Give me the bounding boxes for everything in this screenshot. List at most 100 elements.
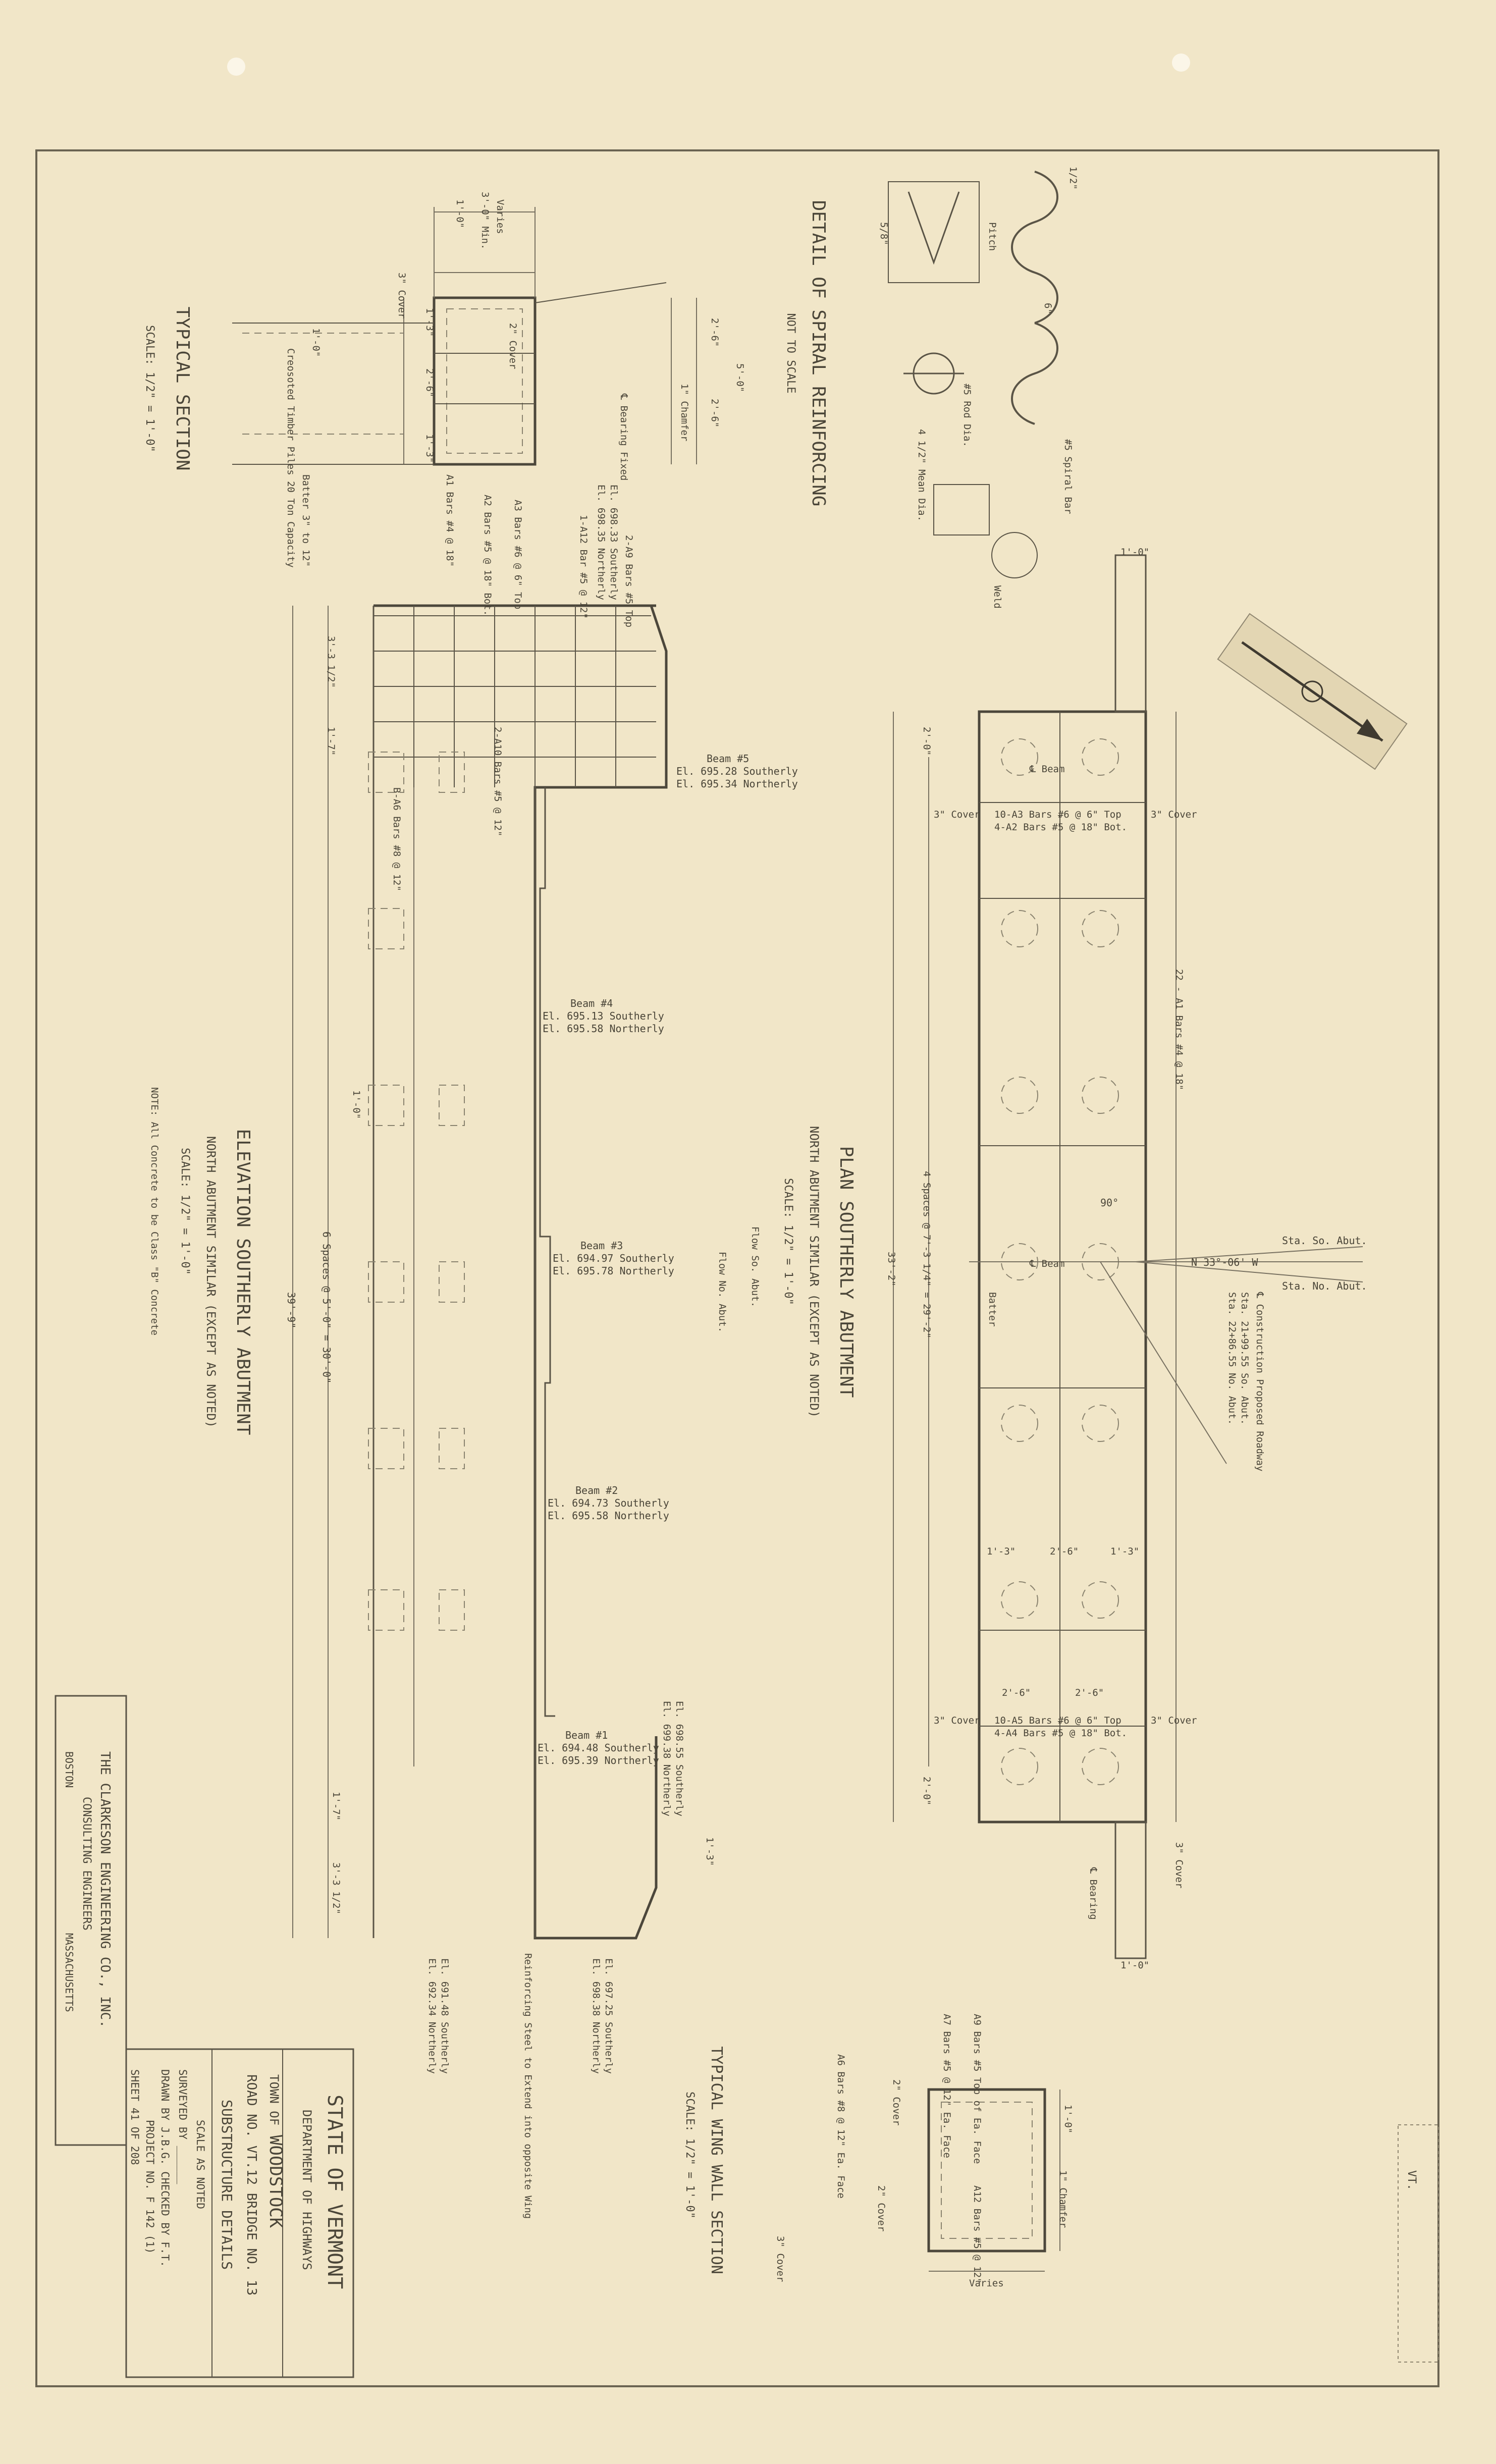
ts-label-11: 1" Chamfer [679, 384, 690, 441]
ts-label-14: 5'-0" [734, 363, 745, 392]
beam-4-south: El. 695.13 Southerly [543, 1010, 664, 1022]
elevation-title: ELEVATION SOUTHERLY ABUTMENT [233, 1129, 253, 1435]
el-label-3: 1'-7" [331, 1792, 342, 1820]
beam-3-north: El. 695.78 Northerly [553, 1265, 674, 1277]
tb-town: WOODSTOCK [265, 2135, 286, 2228]
spiral-coil-lower [1011, 322, 1058, 425]
el-label-0: 3'-3 1/2" [326, 636, 337, 688]
plan-subtitle: NORTH ABUTMENT SIMILAR (EXCEPT AS NOTED) [807, 1126, 821, 1418]
sp-label-2: #5 Rod Dia. [961, 384, 973, 447]
elevation-view: ELEVATION SOUTHERLY ABUTMENT NORTH ABUTM… [149, 485, 798, 2219]
plan-bot-bars: 10-A5 Bars #6 @ 6" Top [994, 1715, 1121, 1726]
ts-label-7: 1'-0" [310, 328, 322, 357]
pl-label-1: 3" Cover [934, 809, 980, 820]
ww-label-5: 3" Cover [775, 2236, 786, 2282]
sp-label-1: #5 Spiral Bar [1062, 439, 1074, 514]
engineer-name: THE CLARKESON ENGINEERING CO., INC. [97, 1751, 113, 2028]
engineer-role: CONSULTING ENGINEERS [80, 1797, 93, 1931]
plan-wing-top [1114, 554, 1147, 713]
engineer-block: THE CLARKESON ENGINEERING CO., INC. CONS… [55, 1695, 127, 2146]
drawing-border [35, 149, 1439, 2387]
ts-label-16: A1 Bars #4 @ 18" [444, 474, 455, 567]
plan-side-bars: 22 - A1 Bars #4 @ 18" [1173, 969, 1185, 1090]
typical-section-title: TYPICAL SECTION [172, 306, 193, 470]
el-label-6: B-A6 Bars #8 @ 12" [391, 787, 402, 891]
pl-label-7: 1'-3" [987, 1546, 1016, 1557]
tb-department: DEPARTMENT OF HIGHWAYS [300, 2110, 314, 2270]
ts-label-3: 3" Cover [396, 273, 407, 319]
el-bot-left-n: El. 692.34 Northerly [426, 1958, 438, 2074]
ww-label-2: A6 Bars #8 @ 12" Ea. Face [835, 2054, 846, 2199]
beam-2-north: El. 695.58 Northerly [548, 1510, 669, 1522]
corner-stamp: VT. [1398, 2124, 1439, 2363]
beam-1-name: Beam #1 [565, 1729, 608, 1741]
plan-flow-south: Flow So. Abut. [750, 1226, 761, 1307]
beam-4-north: El. 695.58 Northerly [543, 1023, 664, 1035]
plan-sta-line-1: Sta. 22+86.55 No. Abut. [1226, 1292, 1238, 1425]
plan-top-bars: 10-A3 Bars #6 @ 6" Top [994, 809, 1121, 820]
pl-label-5: ℄ Beam [1029, 1258, 1064, 1269]
el-bot-left-s: El. 691.48 Southerly [439, 1958, 450, 2074]
beam-2: Beam #2 El. 694.73 Southerly El. 695.58 … [548, 1484, 669, 1522]
beam-3: Beam #3 El. 694.97 Southerly El. 695.78 … [553, 1240, 674, 1277]
ts-label-9: Batter 3" to 12" [300, 474, 311, 567]
corner-mark: VT. [1405, 2170, 1418, 2190]
pl-label-9: 1'-3" [1110, 1546, 1139, 1557]
punch-hole-left [227, 58, 245, 76]
ts-label-15: ℄ Bearing Fixed [618, 393, 629, 480]
ts-label-4: 1'-3" [424, 308, 435, 337]
ts-label-8: Creosoted Timber Piles 20 Ton Capacity [285, 348, 296, 568]
plan-angle: 90° [1100, 1197, 1118, 1209]
elevation-spacing: 6 Spaces @ 5'-0" = 30'-0" [320, 1231, 333, 1383]
el-bot-right-n: El. 698.38 Northerly [591, 1958, 602, 2074]
el-bot-right-s: El. 697.25 Southerly [603, 1958, 614, 2074]
ts-label-5: 2'-6" [424, 368, 435, 397]
pl-label-4: ℄ Beam [1029, 764, 1064, 775]
punch-hole-right [1172, 53, 1190, 72]
pl-label-15: ℄ Bearing [1088, 1867, 1099, 1920]
pl-label-6: Batter [987, 1292, 998, 1327]
wing-wall-outline [927, 2088, 1046, 2253]
el-top-right-s: El. 698.55 Southerly [674, 1701, 685, 1816]
el-top-left-s: El. 698.33 Southerly [608, 485, 619, 600]
plan-construction: ℄ Construction Proposed Roadway [1254, 1292, 1265, 1471]
sp-label-4: Weld [992, 585, 1003, 609]
el-label-4: 3'-3 1/2" [331, 1862, 342, 1914]
sp-label-0: Pitch [987, 222, 998, 251]
pl-label-12: 3" Cover [934, 1715, 980, 1726]
beam-2-name: Beam #2 [575, 1484, 618, 1496]
elevation-subtitle: NORTH ABUTMENT SIMILAR (EXCEPT AS NOTED) [204, 1136, 218, 1428]
plan-wing-bottom [1114, 1821, 1147, 1959]
beam-2-south: El. 694.73 Southerly [548, 1497, 669, 1509]
plan-bearing: N 33°-06' W [1191, 1256, 1258, 1268]
ts-label-18: A3 Bars #6 @ 6" Top [512, 500, 523, 609]
el-top-left-n: El. 698.35 Northerly [596, 485, 607, 600]
el-label-5: 1'-3" [704, 1837, 715, 1866]
beam-3-south: El. 694.97 Southerly [553, 1252, 674, 1264]
tb-town-prefix: TOWN OF [267, 2074, 281, 2125]
beam-5-south: El. 695.28 Southerly [676, 765, 798, 777]
engineer-city: BOSTON [63, 1751, 75, 1788]
pl-label-8: 2'-6" [1050, 1546, 1079, 1557]
cap-section-outline [433, 296, 537, 466]
ts-label-17: A2 Bars #5 @ 18" Bot. [482, 495, 493, 616]
pl-label-16: 3" Cover [1173, 1842, 1185, 1889]
ww-label-6: A12 Bars #5 @ 12" [972, 2185, 983, 2283]
pl-label-0: 1'-0" [1120, 547, 1149, 558]
typical-section-view: TYPICAL SECTION SCALE: 1/2" = 1'-0" 3'-0… [143, 192, 745, 616]
pl-label-3: 2'-0" [921, 727, 932, 756]
beam-4: Beam #4 El. 695.13 Southerly El. 695.58 … [543, 997, 664, 1035]
plan-title: PLAN SOUTHERLY ABUTMENT [836, 1146, 857, 1398]
beam-3-name: Beam #3 [580, 1240, 623, 1252]
wing-wall-title: TYPICAL WING WALL SECTION [708, 2046, 725, 2274]
sp-label-6: 6" [1042, 303, 1053, 314]
ww-label-7: Varies [969, 2278, 1004, 2289]
plan-flow-north: Flow No. Abut. [717, 1252, 728, 1332]
ts-label-13: 2'-6" [709, 399, 720, 427]
typical-section-scale: SCALE: 1/2" = 1'-0" [143, 325, 156, 452]
tb-surveyed: SURVEYED BY ______ [177, 2069, 189, 2184]
tb-state: STATE OF VERMONT [323, 2095, 346, 2289]
ts-label-2: Varies [495, 199, 506, 234]
ww-label-1: A7 Bars #5 @ 12" Ea. Face [941, 2014, 952, 2158]
